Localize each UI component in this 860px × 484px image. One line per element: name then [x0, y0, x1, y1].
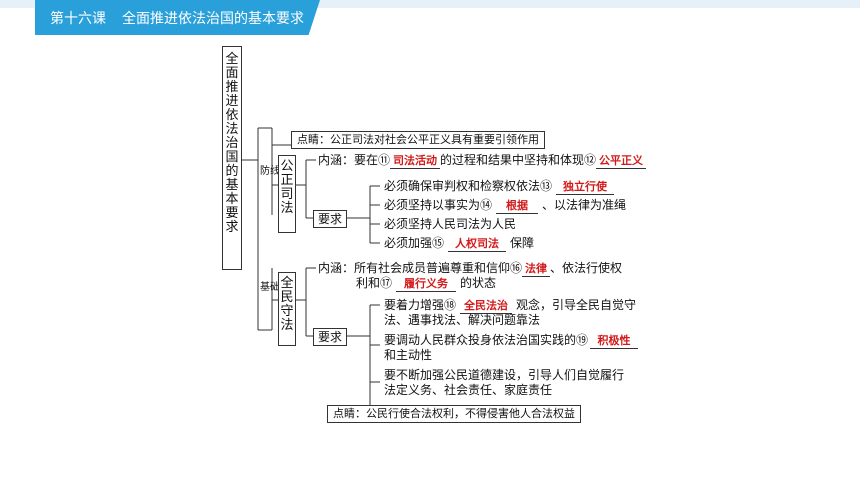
- header-bar: [35, 0, 320, 35]
- branch1-req-box: 要求: [313, 210, 347, 228]
- header-strip: [0, 0, 860, 8]
- branch2-req-2-line2: 和主动性: [384, 348, 433, 362]
- branch1-req-label: 要求: [317, 212, 342, 226]
- answer-13: 独立行使: [556, 179, 615, 195]
- branch1-note: 点睛：公正司法对社会公平正义具有重要引领作用: [291, 131, 545, 149]
- neihan-text-mid: 、依法行使权: [550, 261, 623, 275]
- branch2-req-box: 要求: [313, 328, 347, 346]
- branch1-req-3: 必须坚持人民司法为人民: [384, 217, 516, 232]
- branch1-node-text: 公正司法: [280, 159, 294, 216]
- branch2-req-label: 要求: [317, 330, 342, 344]
- answer-11: 司法活动: [390, 153, 441, 169]
- answer-14: 根据: [496, 198, 539, 214]
- neihan-text: 利和⑰: [356, 276, 393, 290]
- neihan-text-post: 的状态: [460, 276, 497, 290]
- lesson-title: 全面推进依法治国的基本要求: [122, 11, 304, 27]
- req-text: 要调动人民群众投身依法治国实践的⑲: [384, 333, 589, 347]
- branch1-neihan-pre: 内涵：要在⑪: [318, 153, 391, 167]
- req-text: 必须加强⑮: [384, 236, 445, 250]
- root-node: 全面推进依法治国的基本要求: [222, 46, 242, 270]
- req-text-post: 保障: [510, 236, 535, 250]
- branch2-note: 点睛：公民行使合法权利，不得侵害他人合法权益: [327, 405, 581, 423]
- branch2-req-1-line2: 法、遇事找法、解决问题靠法: [384, 313, 541, 327]
- req-text: 必须坚持人民司法为人民: [384, 217, 517, 231]
- answer-15: 人权司法: [448, 236, 507, 252]
- root-node-text: 全面推进依法治国的基本要求: [225, 52, 239, 235]
- neihan-text: 内涵：所有社会成员普遍尊重和信仰⑯: [318, 261, 523, 275]
- answer-16: 法律: [522, 261, 551, 277]
- branch1-node: 公正司法: [278, 155, 296, 233]
- answer-19: 积极性: [590, 333, 639, 349]
- branch2-label: 基础: [260, 282, 280, 293]
- req-text: 要着力增强⑱: [384, 298, 457, 312]
- branch2-req-3-line2: 法定义务、社会责任、家庭责任: [384, 383, 553, 397]
- req-text: 必须坚持以事实为⑭: [384, 198, 493, 212]
- req-text-post: 观念，引导全民自觉守: [516, 298, 637, 312]
- branch2-node: 全民守法: [278, 272, 296, 346]
- branch2-req-3: 要不断加强公民道德建设，引导人们自觉履行: [384, 368, 625, 382]
- answer-17: 履行义务: [396, 276, 457, 292]
- branch1-neihan-mid: 的过程和结果中坚持和体现⑫: [440, 153, 597, 167]
- header-title: 第十六课全面推进依法治国的基本要求: [50, 8, 320, 28]
- req-text: 必须确保审判权和检察权依法⑬: [384, 179, 553, 193]
- lesson-number: 第十六课: [50, 11, 106, 27]
- branch2-node-text: 全民守法: [280, 276, 294, 333]
- answer-18: 全民法治: [460, 298, 513, 314]
- req-text-post: 、以法律为准绳: [542, 198, 627, 212]
- branch1-label: 防线: [260, 166, 280, 177]
- answer-12: 公平正义: [596, 153, 647, 169]
